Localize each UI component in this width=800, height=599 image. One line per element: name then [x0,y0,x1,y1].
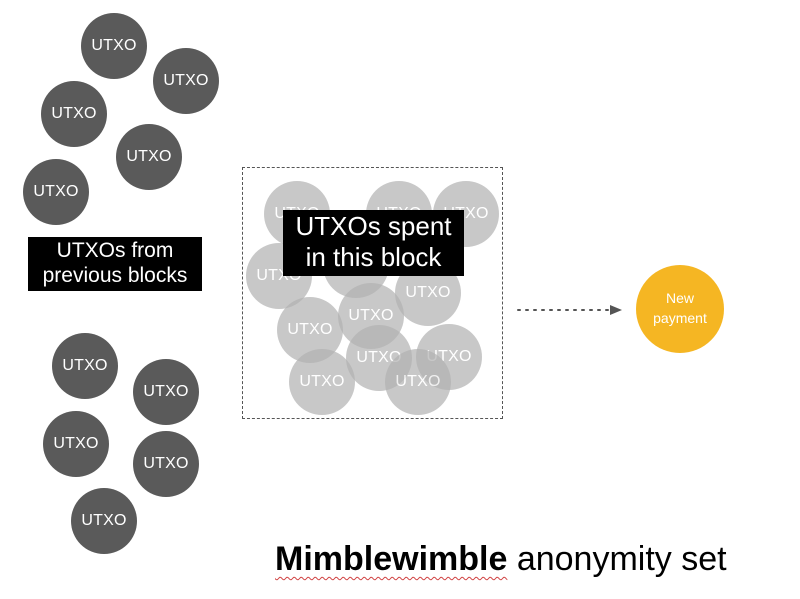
caption-rest: anonymity set [507,540,727,578]
utxo-circle: UTXO [133,359,199,425]
spent-utxo-circle: UTXO [289,349,355,415]
utxo-circle: UTXO [23,159,89,225]
previous-blocks-label: UTXOs from previous blocks [28,237,202,292]
current-block-box [242,167,503,419]
utxo-circle: UTXO [43,411,109,477]
utxo-circle: UTXO [71,488,137,554]
utxo-circle: UTXO [133,431,199,497]
new-payment-circle: New payment [636,265,724,353]
previous-blocks-label-line-2: previous blocks [42,264,188,288]
utxo-circle: UTXO [52,333,118,399]
spent-utxo-circle: UTXO [385,349,451,415]
dotted-arrow-icon [517,305,622,315]
new-payment-label-line-2: payment [653,310,707,326]
diagram-caption: Mimblewimble anonymity set [275,540,727,579]
spent-label-line-1: UTXOs spent [295,211,452,241]
caption-bold-term: Mimblewimble [275,540,508,578]
utxo-circle: UTXO [153,48,219,114]
utxo-circle: UTXO [41,81,107,147]
new-payment-label-line-1: New [665,290,694,307]
spent-label-line-2: in this block [305,242,442,273]
utxo-circle: UTXO [81,13,147,79]
utxo-circle: UTXO [116,124,182,190]
previous-blocks-label-line-1: UTXOs from [56,239,174,262]
spent-in-block-label: UTXOs spent in this block [283,210,464,277]
